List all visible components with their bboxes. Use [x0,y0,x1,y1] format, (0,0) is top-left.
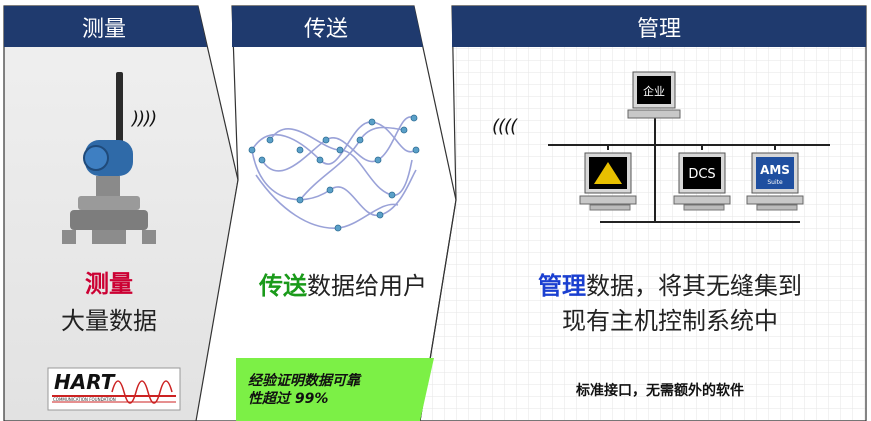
mesh-nodes [248,114,420,232]
manage-caption-line2: 现有主机控制系统中 [562,307,778,335]
header-transmit: 传送 [303,16,348,42]
ams-pc-icon [746,152,804,211]
pc-label-ams: AMS [760,163,790,177]
proof-box [236,358,434,421]
measure-header-bar [4,6,207,47]
manage-highlight: 管理 [538,272,586,300]
transmit-header-bar [232,6,423,47]
header-manage: 管理 [636,16,681,42]
hart-logo-subtext: COMMUNICATION FOUNDATION [53,397,116,402]
alarm-pc-icon [579,152,637,211]
measure-highlight: 测量 [85,270,133,298]
enterprise-pc-icon [627,71,681,119]
pc-label-enterprise: 企业 [643,84,665,98]
transmit-caption: 传送数据给用户 [238,266,448,301]
hart-logo-text: HART [54,370,116,394]
measure-caption-line2: 大量数据 [61,307,157,335]
transmit-caption-rest: 数据给用户 [307,272,427,300]
measure-caption-line1: 测量 [4,264,214,299]
wireless-wave-out-icon: )))) [132,108,157,129]
proof-line2: 性超过 99% [248,391,329,407]
pc-label-dcs: DCS [688,167,715,182]
manage-panel [419,5,867,421]
hart-logo [47,367,181,411]
proof-text: 经验证明数据可靠 性超过 99% [248,372,428,408]
wireless-transmitter-illustration [62,72,156,244]
transmit-highlight: 传送 [259,272,307,300]
manage-caption-line1: 管理数据，将其无缝集到 [500,266,840,301]
manage-header-bar [452,6,866,47]
header-measure: 测量 [81,16,126,42]
host-network-lines [548,118,830,223]
manage-caption-rest: 数据，将其无缝集到 [586,272,802,300]
proof-line1: 经验证明数据可靠 [248,373,360,389]
manage-footnote: 标准接口，无需额外的软件 [576,383,744,399]
wireless-wave-in-icon: (((( [492,116,517,137]
pc-label-ams-sub: Suite [767,179,783,186]
dcs-pc-icon [673,152,731,211]
